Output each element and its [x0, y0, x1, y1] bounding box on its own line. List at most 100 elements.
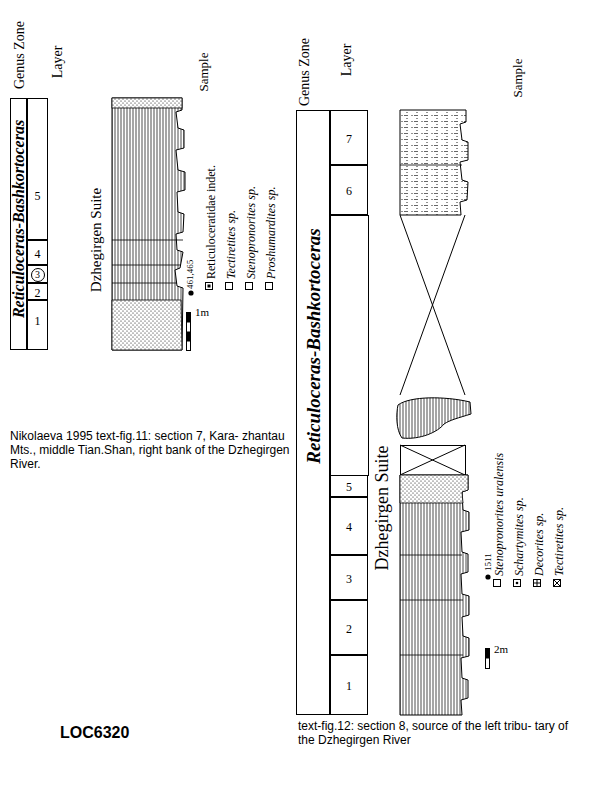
taxon-square-fill: [208, 285, 211, 288]
taxon-square: [226, 283, 233, 290]
sample-dot: [188, 290, 193, 295]
taxon-name: Tectiretites sp.: [225, 210, 237, 279]
column-header: Genus Zone: [13, 21, 27, 89]
suite-name: Dzhegirgen Suite: [373, 445, 391, 570]
layer-number: 2: [35, 287, 41, 299]
scale-bar-frame: [486, 649, 490, 669]
taxon-name: Stenopronorites sp.: [245, 186, 257, 279]
scale-label: 1m: [195, 306, 209, 319]
taxon-name: Tectiretites sp.: [553, 507, 565, 576]
sandstone-stipple: [400, 475, 468, 503]
layer-box: 1: [27, 300, 48, 350]
suite-name: Dzhegirgen Suite: [89, 188, 104, 292]
taxon-square: [534, 580, 541, 587]
taxon-name: Proshumardites sp.: [265, 187, 277, 279]
layer-box: 6: [330, 165, 368, 215]
sandstone-stipple: [112, 300, 182, 350]
layer-box: 3: [27, 265, 48, 283]
taxon-square: [266, 283, 273, 290]
shale-column: [400, 475, 469, 715]
layer-box: 7: [330, 110, 368, 165]
layer-number: 5: [35, 190, 41, 202]
limestone-lens: [397, 398, 471, 438]
column-header: Layer: [51, 46, 65, 79]
location-code: LOC6320: [60, 724, 129, 742]
taxon-square: [206, 283, 213, 290]
layer-number: 4: [35, 248, 41, 260]
layer-number: 2: [346, 623, 352, 635]
layer-number: 1: [35, 315, 41, 327]
siltstone-texture: [400, 110, 468, 215]
taxon-name: Stenopronorites uralensis: [493, 453, 505, 576]
zone-band: Reticuloceras-Bashkortoceras: [10, 98, 27, 350]
layer-box: 5: [330, 475, 368, 497]
zone-band: Reticuloceras-Bashkortoceras: [296, 110, 330, 715]
figure-caption: Nikolaeva 1995 text-fig.11: section 7, K…: [10, 430, 292, 471]
scale-bar-frame: [187, 313, 191, 351]
taxon-symbols: [206, 283, 273, 290]
scale-bar: [486, 649, 490, 669]
column-header: Genus Zone: [298, 38, 312, 106]
layer-box: 5: [27, 98, 48, 240]
bed-boundary: [400, 555, 462, 556]
sample-dot: [485, 574, 490, 579]
layer-number: 6: [346, 185, 352, 197]
sample-number: 461,465: [186, 260, 195, 289]
taxon-square: [514, 580, 521, 587]
taxon-square-cross: [534, 580, 541, 587]
layer-gap-box: [331, 216, 369, 476]
gap-cross: [400, 445, 465, 475]
sandstone-bed: [400, 475, 468, 503]
taxon-name: Reticuloceratidae indet.: [205, 165, 217, 279]
bed-boundary: [112, 240, 183, 241]
layer-box: 4: [27, 240, 48, 265]
lithology-column: [112, 98, 185, 350]
layer-box: 3: [330, 555, 368, 600]
layer-number: 3: [31, 268, 45, 282]
lithology-column: [397, 110, 471, 715]
layer-box: 4: [330, 497, 368, 555]
scale-bar-segment: [187, 313, 191, 323]
layer-box: 1: [330, 655, 368, 715]
gap-cross: [400, 445, 465, 475]
column-header: Sample: [197, 53, 210, 92]
taxon-square: [246, 283, 253, 290]
siltstone-bed: [400, 110, 468, 215]
layer-number: 1: [346, 680, 352, 692]
figure-caption: text-fig.12: section 8, source of the le…: [298, 720, 570, 748]
sandstone-bed: [112, 300, 182, 350]
column-header: Layer: [340, 44, 354, 77]
sandstone-stipple: [112, 98, 182, 108]
shale-column: [112, 98, 185, 350]
layer-number: 4: [346, 521, 352, 533]
taxon-square-dot: [516, 582, 519, 585]
layer-number: 5: [346, 481, 352, 493]
scale-bar-segment: [187, 332, 191, 342]
scale-bar: [187, 313, 191, 351]
gap-box: [401, 446, 466, 476]
scale-bar-segment: [486, 649, 490, 659]
taxon-symbols: [494, 580, 561, 587]
gap-cross: [400, 215, 465, 395]
taxon-square-x: [554, 580, 561, 587]
scale-label: 2m: [494, 643, 508, 656]
sample-number: 1511: [484, 553, 493, 571]
gap-cross: [400, 215, 465, 395]
column-header: Sample: [511, 59, 524, 98]
bed-boundary: [112, 265, 181, 266]
layer-number: 3: [346, 573, 352, 585]
zone-name: Reticuloceras-Bashkortoceras: [11, 120, 27, 318]
bed-boundary: [400, 165, 462, 166]
layer-box: 2: [27, 283, 48, 300]
taxon-square: [554, 580, 561, 587]
taxon-name: Schartymites sp.: [513, 497, 525, 576]
bed-boundary: [112, 283, 177, 284]
sandstone-bed: [112, 98, 182, 108]
layer-number: 7: [346, 133, 352, 145]
bed-boundary: [400, 600, 463, 601]
zone-name: Reticuloceras-Bashkortoceras: [304, 228, 323, 463]
bed-boundary: [400, 655, 463, 656]
layer-box: 2: [330, 600, 368, 655]
taxon-name: Decorites sp.: [533, 513, 545, 576]
